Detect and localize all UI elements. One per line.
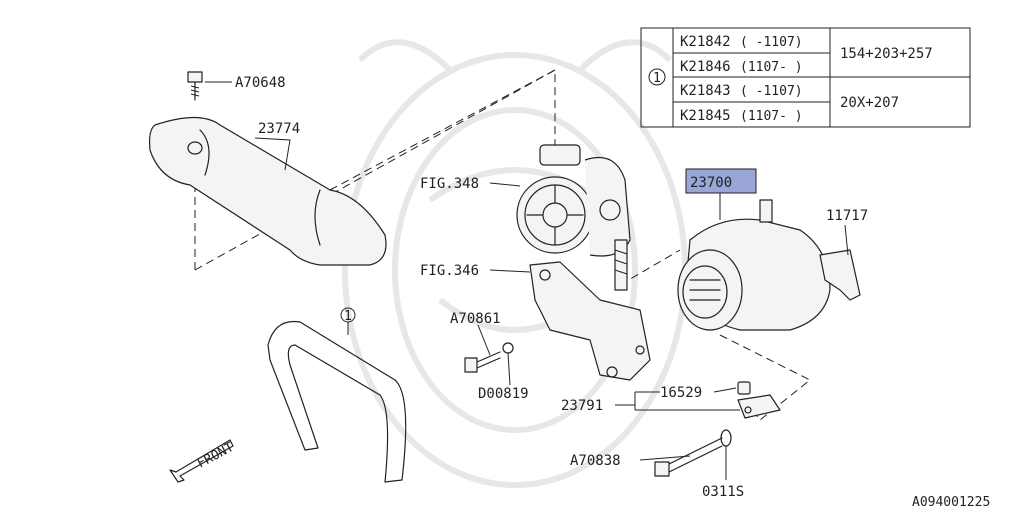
- leader-fig348: [489, 182, 521, 187]
- label-0311s[interactable]: 0311S: [702, 484, 744, 500]
- table-range-2: (1107- ): [740, 60, 803, 75]
- table-ref: 1: [653, 71, 661, 86]
- label-a70648[interactable]: A70648: [235, 75, 286, 91]
- table-code-3[interactable]: K21843: [680, 83, 731, 99]
- leader-d00819: [507, 352, 511, 386]
- bracket-fig346[interactable]: [529, 239, 651, 381]
- label-d00819[interactable]: D00819: [478, 386, 529, 402]
- label-23774[interactable]: 23774: [258, 121, 300, 137]
- ref-belt[interactable]: 1: [344, 309, 352, 324]
- table-range-4: (1107- ): [740, 109, 803, 124]
- washer-d00819[interactable]: [502, 342, 514, 354]
- leader-16529: [713, 387, 737, 393]
- bolt-a70861[interactable]: [464, 351, 501, 373]
- label-16529[interactable]: 16529: [660, 385, 702, 401]
- label-a70861[interactable]: A70861: [450, 311, 501, 327]
- bracket-23791[interactable]: [737, 394, 781, 419]
- table-code-4[interactable]: K21845: [680, 108, 731, 124]
- reference-table: [640, 27, 971, 128]
- leader-11717: [844, 224, 849, 256]
- table-size-2: 20X+207: [840, 95, 899, 111]
- watermark-emblem: [342, 39, 688, 488]
- leader-23774: [254, 137, 291, 171]
- diagram-id: A094001225: [912, 495, 990, 510]
- label-a70838[interactable]: A70838: [570, 453, 621, 469]
- front-label: FRONT: [195, 440, 237, 472]
- bolt-a70648[interactable]: [187, 71, 203, 101]
- table-code-1[interactable]: K21842: [680, 34, 731, 50]
- highlight-23700: [685, 168, 757, 194]
- alternator-23700[interactable]: [677, 199, 831, 331]
- bolt-a70838[interactable]: [654, 437, 723, 477]
- table-range-1: ( -1107): [740, 35, 803, 50]
- table-range-3: ( -1107): [740, 84, 803, 99]
- cover-23774[interactable]: [148, 116, 387, 266]
- steering-pump-fig348[interactable]: [516, 144, 631, 257]
- leader-23791: [615, 391, 740, 411]
- bushing-16529[interactable]: [737, 381, 751, 395]
- plate-11717[interactable]: [819, 249, 861, 301]
- table-size-1: 154+203+257: [840, 46, 933, 62]
- label-23700[interactable]: 23700: [690, 175, 732, 191]
- label-fig346[interactable]: FIG.346: [420, 263, 479, 279]
- label-fig348[interactable]: FIG.348: [420, 176, 479, 192]
- label-23791[interactable]: 23791: [561, 398, 603, 414]
- label-11717[interactable]: 11717: [826, 208, 868, 224]
- drive-belt[interactable]: [267, 320, 407, 483]
- leader-a70838: [639, 455, 691, 461]
- leader-fig346: [489, 269, 531, 273]
- front-arrow-icon: [169, 439, 234, 483]
- leader-a70861: [477, 324, 491, 356]
- table-code-2[interactable]: K21846: [680, 59, 731, 75]
